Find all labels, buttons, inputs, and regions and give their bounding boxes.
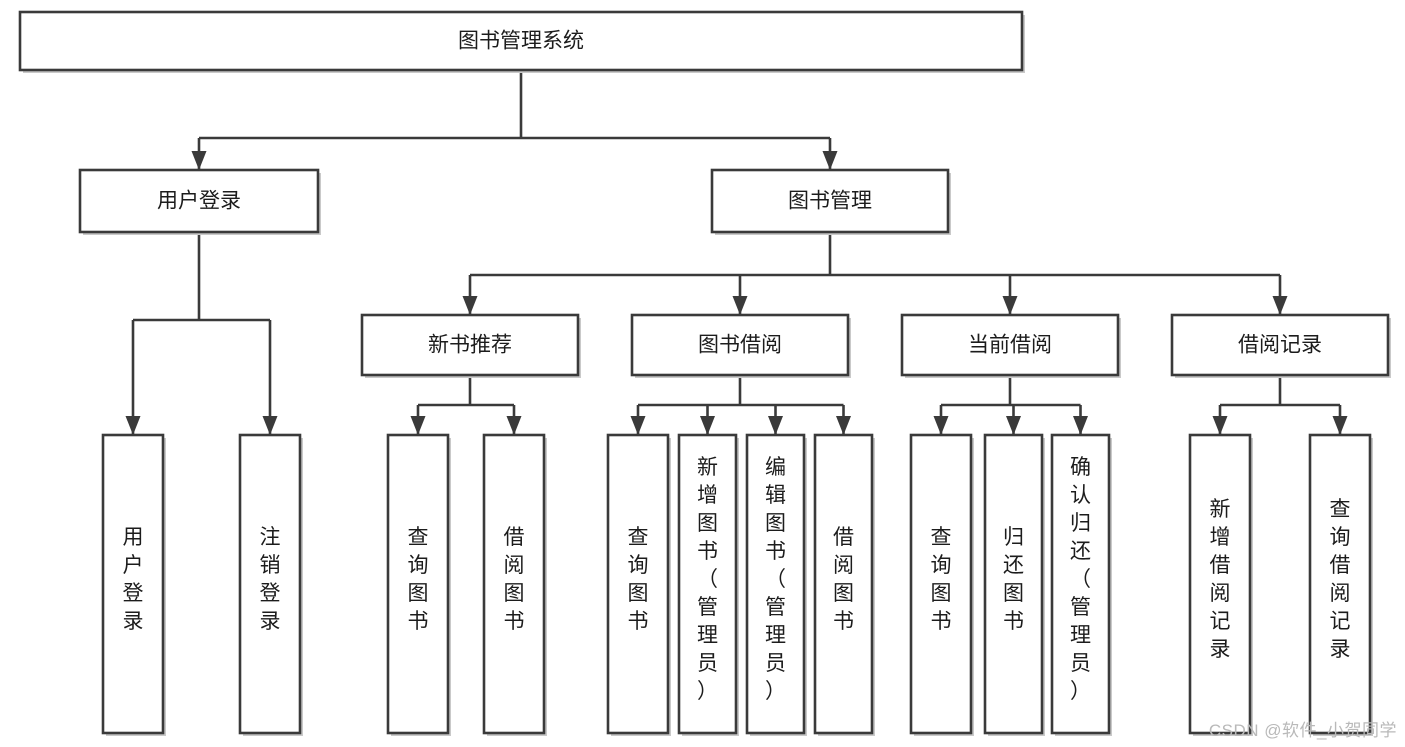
node-leaf-add-record[interactable]: 新增借阅记录 <box>1188 433 1253 736</box>
node-box[interactable] <box>1170 313 1390 377</box>
csdn-watermark: CSDN @软件_小贺同学 <box>1208 721 1397 740</box>
node-label: 图书管理系统 <box>458 30 584 53</box>
node-leaf-return-book[interactable]: 归还图书 <box>983 433 1045 736</box>
arrow-head <box>262 416 278 435</box>
arrow-head <box>1073 416 1088 435</box>
arrow-head <box>191 151 207 170</box>
node-leaf-query-book-3[interactable]: 查询图书 <box>909 433 974 736</box>
node-label: 借阅记录 <box>1238 334 1322 357</box>
node-label: 确认归还（管理员） <box>1070 456 1091 703</box>
arrow-head <box>125 416 141 435</box>
node-leaf-confirm-return[interactable]: 确认归还（管理员） <box>1050 433 1112 736</box>
node-label: 图书管理 <box>788 190 872 213</box>
node-box[interactable] <box>1308 433 1372 735</box>
node-box[interactable] <box>710 168 950 234</box>
node-box[interactable] <box>78 168 320 234</box>
node-label: 新增借阅记录 <box>1210 498 1231 661</box>
node-label: 用户登录 <box>123 526 144 633</box>
node-label: 新增图书（管理员） <box>697 456 718 703</box>
node-label: 归还图书 <box>1003 526 1024 633</box>
node-label: 借阅图书 <box>504 526 525 633</box>
node-layer: 图书管理系统用户登录图书管理新书推荐图书借阅当前借阅借阅记录用户登录注销登录查询… <box>18 10 1391 736</box>
node-box[interactable] <box>909 433 973 735</box>
node-current-borrow[interactable]: 当前借阅 <box>900 313 1121 378</box>
node-box[interactable] <box>386 433 450 735</box>
node-leaf-user-logout[interactable]: 注销登录 <box>238 433 303 736</box>
arrow-head <box>1006 416 1021 435</box>
arrow-head <box>506 416 522 435</box>
arrow-head <box>462 296 478 315</box>
node-label: 借阅图书 <box>833 526 854 633</box>
node-label: 查询图书 <box>931 526 952 633</box>
node-leaf-user-login[interactable]: 用户登录 <box>101 433 166 736</box>
node-label: 查询图书 <box>628 526 649 633</box>
node-box[interactable] <box>745 433 806 735</box>
node-box[interactable] <box>983 433 1044 735</box>
node-user-login[interactable]: 用户登录 <box>78 168 321 235</box>
arrow-head <box>933 416 949 435</box>
node-box[interactable] <box>813 433 874 735</box>
node-book-borrow[interactable]: 图书借阅 <box>630 313 851 378</box>
node-leaf-borrow-book-2[interactable]: 借阅图书 <box>813 433 875 736</box>
node-new-book-rec[interactable]: 新书推荐 <box>360 313 581 378</box>
arrow-head <box>1002 296 1018 315</box>
arrow-head <box>630 416 646 435</box>
node-leaf-edit-book[interactable]: 编辑图书（管理员） <box>745 433 807 736</box>
arrow-head <box>1212 416 1228 435</box>
node-box[interactable] <box>1188 433 1252 735</box>
node-box[interactable] <box>606 433 670 735</box>
node-box[interactable] <box>18 10 1024 72</box>
node-label: 查询借阅记录 <box>1330 498 1351 661</box>
arrow-head <box>822 151 838 170</box>
node-box[interactable] <box>360 313 580 377</box>
node-box[interactable] <box>677 433 738 735</box>
node-box[interactable] <box>1050 433 1111 735</box>
node-leaf-query-book-2[interactable]: 查询图书 <box>606 433 671 736</box>
node-box[interactable] <box>238 433 302 735</box>
node-label: 用户登录 <box>157 190 241 213</box>
connector-layer <box>125 70 1348 435</box>
node-box[interactable] <box>101 433 165 735</box>
node-borrow-record[interactable]: 借阅记录 <box>1170 313 1391 378</box>
arrow-head <box>732 296 748 315</box>
node-book-admin[interactable]: 图书管理 <box>710 168 951 235</box>
node-leaf-query-record[interactable]: 查询借阅记录 <box>1308 433 1373 736</box>
node-root[interactable]: 图书管理系统 <box>18 10 1025 73</box>
node-label: 新书推荐 <box>428 334 512 357</box>
node-box[interactable] <box>630 313 850 377</box>
node-label: 查询图书 <box>408 526 429 633</box>
node-box[interactable] <box>482 433 546 735</box>
arrow-head <box>1272 296 1288 315</box>
arrow-head <box>700 416 715 435</box>
arrow-head <box>1332 416 1348 435</box>
node-leaf-add-book[interactable]: 新增图书（管理员） <box>677 433 739 736</box>
node-label: 编辑图书（管理员） <box>765 456 786 703</box>
node-label: 图书借阅 <box>698 334 782 357</box>
node-label: 当前借阅 <box>968 334 1052 357</box>
node-leaf-query-book-1[interactable]: 查询图书 <box>386 433 451 736</box>
node-box[interactable] <box>900 313 1120 377</box>
node-leaf-borrow-book-1[interactable]: 借阅图书 <box>482 433 547 736</box>
node-label: 注销登录 <box>260 526 281 633</box>
arrow-head <box>410 416 426 435</box>
arrow-head <box>768 416 783 435</box>
arrow-head <box>836 416 851 435</box>
